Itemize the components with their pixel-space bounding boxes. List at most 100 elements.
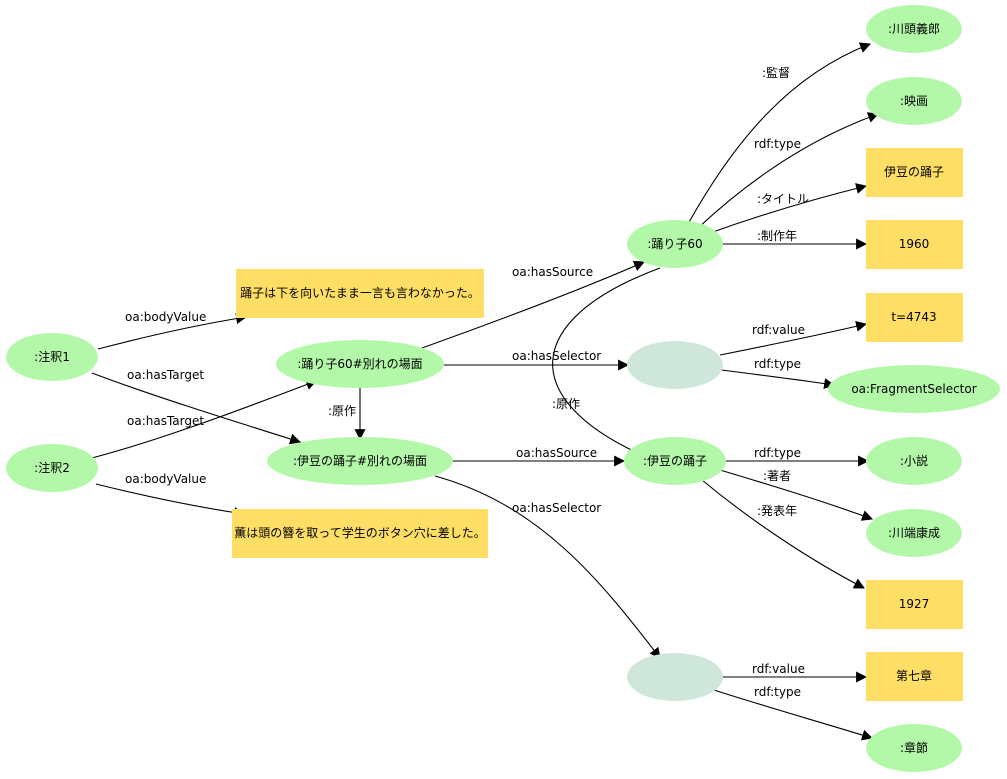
node-shape	[6, 444, 98, 492]
node-izu[interactable]: :伊豆の踊子	[624, 437, 726, 485]
node-shape	[232, 509, 488, 558]
edge-odoriko60-gensaku	[552, 267, 661, 456]
node-shape	[866, 5, 962, 53]
node-label: :章節	[900, 740, 928, 755]
edge-odoriko60-type	[697, 112, 880, 229]
node-label: 第七章	[896, 668, 932, 683]
node-label: :映画	[900, 94, 928, 108]
node-label: :川頭義郎	[888, 21, 940, 36]
node-label: :伊豆の踊子	[643, 454, 707, 468]
node-title-literal[interactable]: 伊豆の踊子	[866, 148, 963, 197]
node-shape	[624, 437, 726, 485]
edge-label-e9: oa:hasSelector	[512, 501, 601, 515]
node-ann2[interactable]: :注釈2	[6, 444, 98, 492]
node-shape	[267, 437, 453, 485]
edge-label-e18: :著者	[763, 469, 791, 483]
node-scene60[interactable]: :踊り子60#別れの場面	[276, 340, 444, 388]
node-year-1960[interactable]: 1960	[866, 220, 963, 269]
edge-label-e13: :制作年	[757, 229, 797, 243]
edge-label-e2: oa:hasTarget	[127, 368, 204, 382]
node-blank-selector-1[interactable]	[627, 341, 723, 389]
edge-scene60-hassource	[421, 260, 646, 349]
node-shape	[866, 220, 963, 269]
edge-ann1-bodyvalue	[97, 313, 248, 350]
node-kawabata[interactable]: :川端康成	[866, 509, 962, 557]
edges	[91, 42, 880, 741]
edge-labels: oa:bodyValue oa:hasTarget oa:hasTarget o…	[125, 65, 809, 699]
node-body2[interactable]: 薫は頭の簪を取って学生のボタン穴に差した。	[232, 509, 488, 558]
edge-label-e14: :原作	[552, 397, 580, 411]
nodes: :注釈1 :注釈2 踊子は下を向いたまま一言も言わなかった。 薫は頭の簪を取って…	[6, 5, 1000, 772]
node-fragment-selector[interactable]: oa:FragmentSelector	[828, 365, 1000, 413]
edge-label-e11: rdf:type	[754, 137, 801, 151]
edge-sceneizu-hasselector	[434, 475, 661, 659]
node-shape	[627, 220, 723, 268]
edge-izu-author	[719, 469, 874, 521]
node-chapter7[interactable]: 第七章	[866, 652, 963, 701]
node-shape	[627, 653, 723, 701]
edge-odoriko60-title	[709, 183, 868, 234]
node-label: 伊豆の踊子	[884, 165, 944, 179]
node-label: 1927	[899, 597, 930, 611]
node-shosetsu-chapter[interactable]: :章節	[866, 724, 962, 772]
node-label: :注釈2	[34, 460, 70, 475]
edge-label-e12: :タイトル	[757, 192, 809, 206]
node-t4743[interactable]: t=4743	[866, 293, 963, 342]
edge-label-e4: oa:bodyValue	[125, 472, 206, 486]
node-label: oa:FragmentSelector	[851, 382, 976, 396]
edge-blank2-type	[713, 689, 874, 741]
edge-label-e6: oa:hasSelector	[512, 349, 601, 363]
node-scene-izu[interactable]: :伊豆の踊子#別れの場面	[267, 437, 453, 485]
edge-blank1-value	[719, 320, 868, 356]
node-label: :伊豆の踊子#別れの場面	[293, 454, 427, 468]
node-odoriko60[interactable]: :踊り子60	[627, 220, 723, 268]
node-shosetsu[interactable]: :小説	[866, 437, 962, 485]
node-shape	[866, 509, 962, 557]
node-blank-selector-2[interactable]	[627, 653, 723, 701]
node-label: 踊子は下を向いたまま一言も言わなかった。	[240, 285, 480, 300]
node-label: 薫は頭の簪を取って学生のボタン穴に差した。	[234, 525, 485, 540]
node-ann1[interactable]: :注釈1	[6, 333, 98, 381]
node-label: :注釈1	[34, 349, 70, 364]
edge-label-e1: oa:bodyValue	[125, 310, 206, 324]
node-label: :踊り子60	[647, 237, 702, 251]
edge-izu-year	[701, 479, 865, 589]
node-shape	[866, 148, 963, 197]
node-label: t=4743	[891, 310, 936, 324]
edge-ann2-hastarget	[91, 379, 318, 459]
node-label: :川端康成	[888, 525, 940, 540]
edge-label-e16: rdf:type	[754, 357, 801, 371]
node-shape	[866, 580, 963, 629]
edge-blank1-type	[721, 369, 836, 390]
node-shape	[828, 365, 1000, 413]
edge-label-e3: oa:hasTarget	[127, 414, 204, 428]
node-label: :踊り子60#別れの場面	[297, 357, 422, 371]
node-shape	[866, 77, 962, 125]
node-shape	[236, 269, 484, 318]
node-shape	[6, 333, 98, 381]
node-label: :小説	[900, 453, 928, 468]
node-eiga[interactable]: :映画	[866, 77, 962, 125]
edge-label-e17: rdf:type	[754, 446, 801, 460]
edge-label-e7: :原作	[328, 404, 356, 418]
node-shape	[866, 293, 963, 342]
edge-label-e5: oa:hasSource	[512, 265, 593, 279]
edge-label-e10: :監督	[762, 65, 790, 80]
edge-label-e21: rdf:type	[754, 685, 801, 699]
edge-label-e19: :発表年	[757, 504, 797, 518]
node-kawazu[interactable]: :川頭義郎	[866, 5, 962, 53]
edge-label-e15: rdf:value	[752, 323, 805, 337]
node-shape	[866, 652, 963, 701]
node-body1[interactable]: 踊子は下を向いたまま一言も言わなかった。	[236, 269, 484, 318]
edge-odoriko60-kantoku	[687, 42, 872, 225]
edge-label-e8: oa:hasSource	[516, 446, 597, 460]
node-shape	[627, 341, 723, 389]
node-year-1927[interactable]: 1927	[866, 580, 963, 629]
node-shape	[276, 340, 444, 388]
node-shape	[866, 437, 962, 485]
edge-label-e20: rdf:value	[752, 662, 805, 676]
edge-ann2-bodyvalue	[95, 483, 246, 518]
node-shape	[866, 724, 962, 772]
